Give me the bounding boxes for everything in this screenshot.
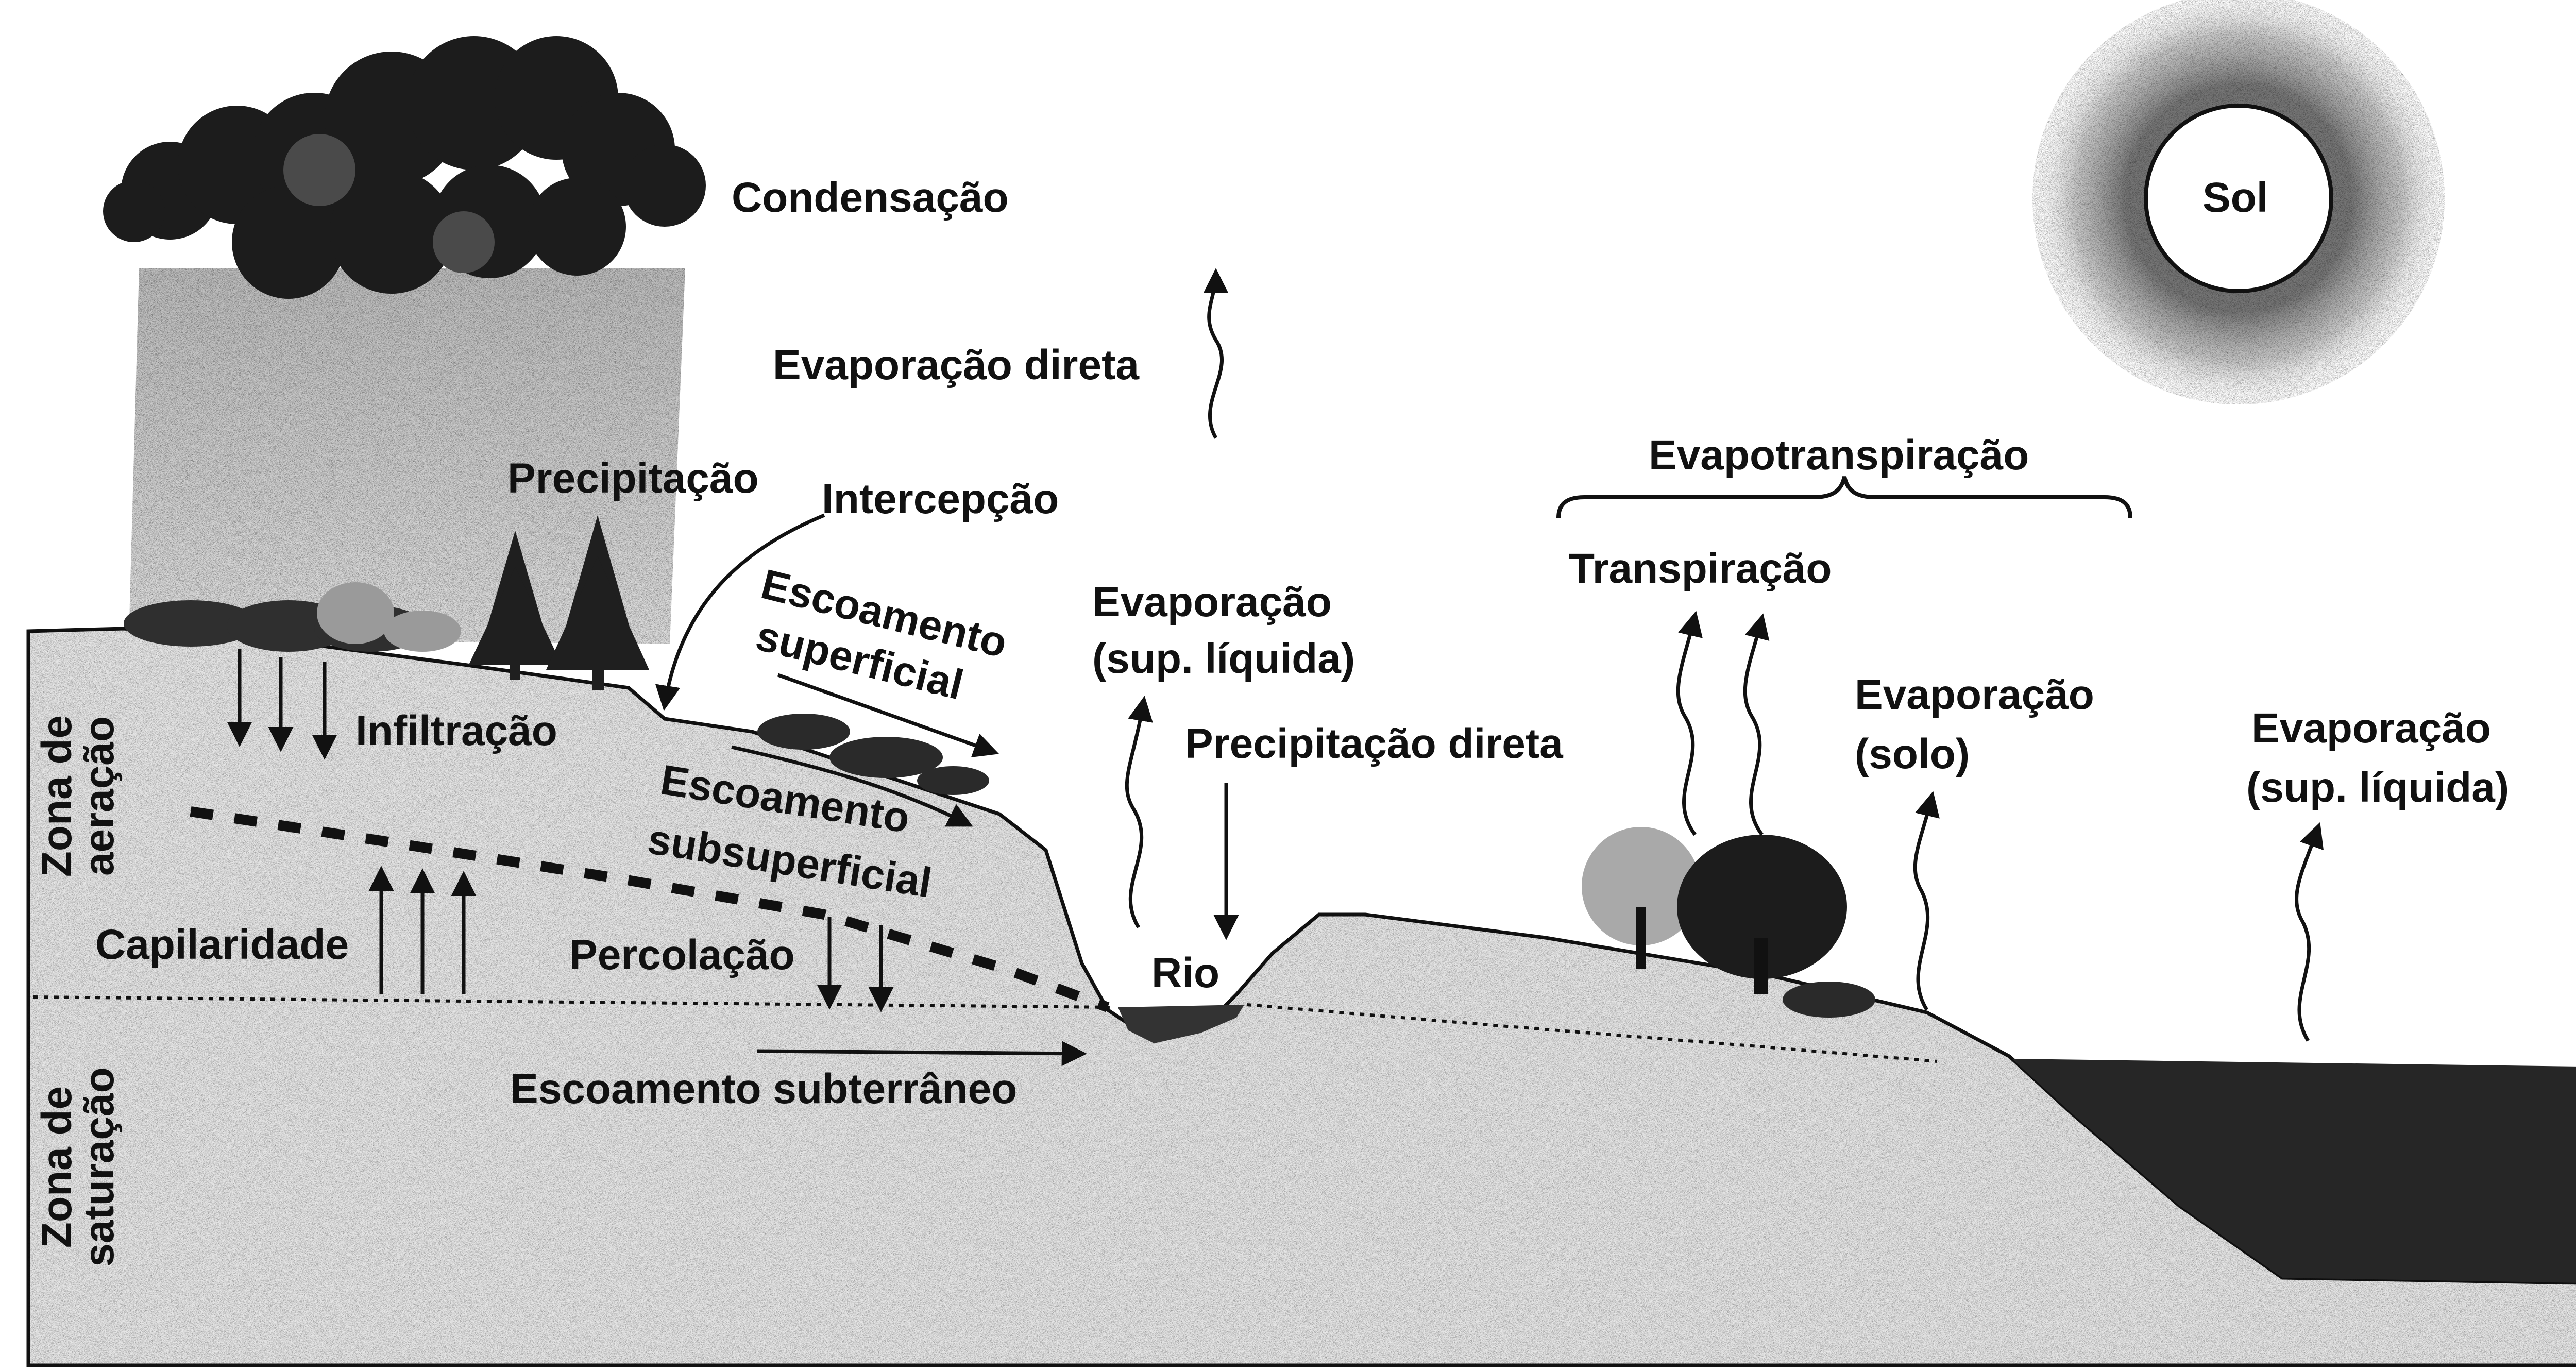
escoamento-subterraneo-arrow: [757, 1051, 1082, 1054]
evaporacao-mar-arrow: [2297, 827, 2318, 1041]
evaporacao-solo-arrow: [1915, 796, 1932, 1010]
label-evaporacao-solo-2: (solo): [1855, 732, 1970, 777]
label-escoamento-subterraneo: Escoamento subterrâneo: [510, 1067, 1017, 1112]
label-evaporacao-direta: Evaporação direta: [773, 343, 1139, 388]
label-zona-aeracao: Zona de aeração: [36, 701, 121, 891]
cloud: [103, 36, 706, 299]
label-zona-saturacao-line-2: saturação: [78, 1046, 121, 1288]
label-sol: Sol: [2202, 175, 2268, 221]
transpiracao-arrow-2: [1745, 618, 1762, 835]
label-intercepcao: Intercepção: [822, 477, 1059, 522]
label-evapotranspiracao: Evapotranspiração: [1649, 433, 2029, 479]
transpiracao-arrow-1: [1678, 616, 1695, 835]
label-evaporacao-rio-1: Evaporação: [1092, 580, 1332, 625]
label-evaporacao-mar-2: (sup. líquida): [2246, 765, 2509, 811]
label-infiltracao: Infiltração: [355, 708, 557, 754]
evaporacao-rio-arrow: [1127, 701, 1144, 927]
label-evaporacao-mar-1: Evaporação: [2251, 706, 2491, 752]
label-percolacao: Percolação: [569, 933, 795, 978]
label-evaporacao-rio-2: (sup. líquida): [1092, 636, 1355, 682]
evaporacao-direta-arrow: [1209, 273, 1222, 438]
label-zona-aeracao-line-2: aeração: [78, 701, 121, 891]
label-zona-aeracao-line-1: Zona de: [36, 701, 78, 891]
label-rio: Rio: [1151, 951, 1219, 996]
evapotranspiracao-brace: [1558, 477, 2130, 518]
label-capilaridade: Capilaridade: [95, 922, 349, 968]
label-condensacao: Condensação: [732, 175, 1009, 221]
label-evaporacao-solo-1: Evaporação: [1855, 672, 2094, 718]
label-zona-saturacao: Zona de saturação: [36, 1046, 121, 1288]
label-precipitacao: Precipitação: [507, 456, 759, 502]
label-transpiracao: Transpiração: [1569, 546, 1832, 592]
label-precipitacao-direta: Precipitação direta: [1185, 721, 1563, 767]
label-zona-saturacao-line-1: Zona de: [36, 1046, 78, 1288]
